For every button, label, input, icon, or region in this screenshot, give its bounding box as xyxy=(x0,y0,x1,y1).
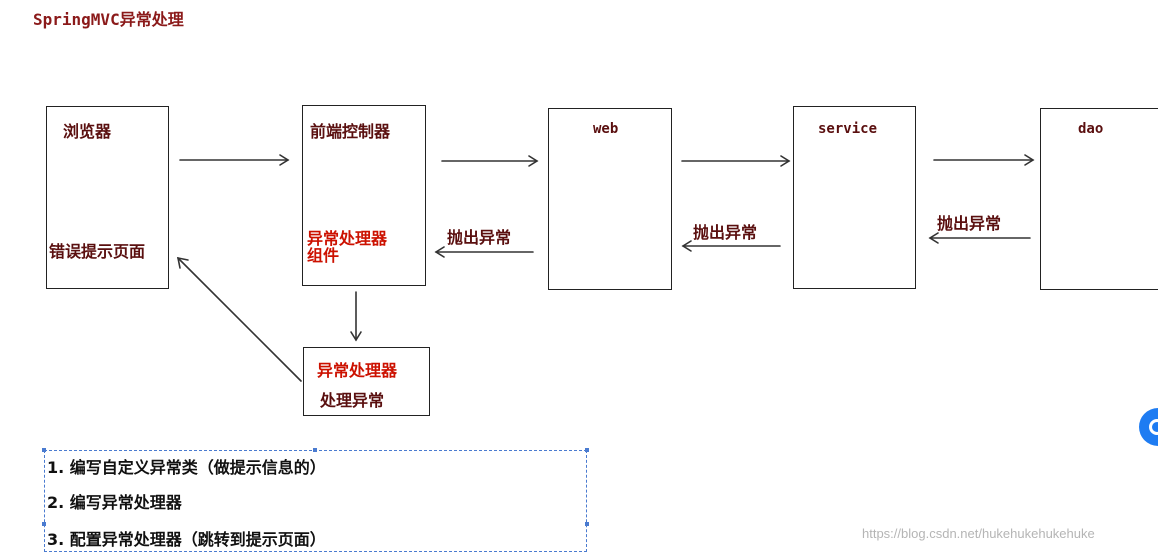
throw-label-dao: 抛出异常 xyxy=(937,214,1002,233)
service-label: service xyxy=(818,121,878,137)
service-box xyxy=(793,106,916,289)
step-item-3: 3. 配置异常处理器（跳转到提示页面） xyxy=(47,530,326,549)
throw-label-web: 抛出异常 xyxy=(447,228,512,247)
browser-label: 浏览器 xyxy=(63,122,112,141)
arrow-handler-to-browser xyxy=(177,257,302,382)
chat-icon[interactable] xyxy=(1139,408,1158,446)
browser-box xyxy=(46,106,169,289)
front-controller-box xyxy=(302,105,426,286)
selection-handle[interactable] xyxy=(585,522,589,526)
step-item-1: 1. 编写自定义异常类（做提示信息的） xyxy=(47,458,326,477)
component-label: 组件 xyxy=(307,246,340,265)
selection-handle[interactable] xyxy=(585,448,589,452)
exception-handler-label: 异常处理器 xyxy=(317,361,398,380)
web-box xyxy=(548,108,672,290)
dao-box xyxy=(1040,108,1158,290)
front-controller-label: 前端控制器 xyxy=(310,122,391,141)
throw-label-service: 抛出异常 xyxy=(693,223,758,242)
exception-handler-box xyxy=(303,347,430,416)
exception-resolver-label: 异常处理器 xyxy=(307,229,388,248)
watermark: https://blog.csdn.net/hukehukehukehuke xyxy=(862,526,1095,541)
error-page-label: 错误提示页面 xyxy=(49,242,146,261)
selection-handle[interactable] xyxy=(313,448,317,452)
selection-handle[interactable] xyxy=(42,448,46,452)
selection-handle[interactable] xyxy=(42,522,46,526)
step-item-2: 2. 编写异常处理器 xyxy=(47,493,182,512)
page-title: SpringMVC异常处理 xyxy=(33,10,184,29)
web-label: web xyxy=(593,121,619,137)
dao-label: dao xyxy=(1078,121,1104,137)
handle-exception-label: 处理异常 xyxy=(320,391,385,410)
